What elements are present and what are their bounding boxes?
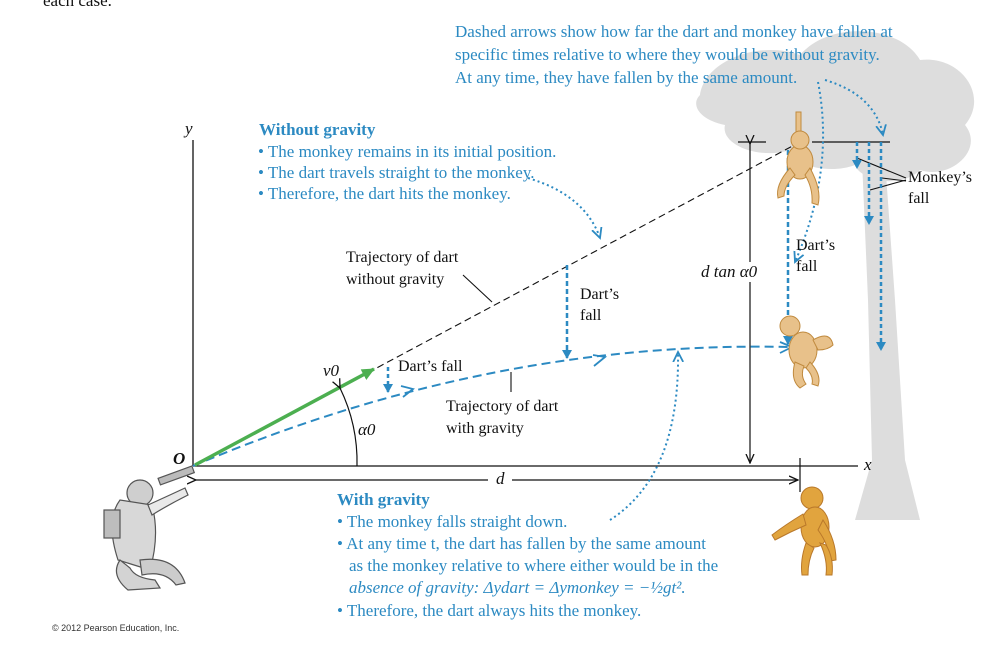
leader-at-any-time-1 (795, 81, 825, 262)
dashed-arrows-note-line2: specific times relative to where they wo… (455, 45, 880, 64)
alpha0-arc (340, 388, 358, 467)
with-gravity-bullet-3: • Therefore, the dart always hits the mo… (337, 601, 642, 620)
alpha0-label: α0 (358, 420, 376, 439)
trajectory-with-gravity (192, 345, 791, 467)
leader-without-gravity (527, 177, 600, 238)
with-gravity-bullet-1: • The monkey falls straight down. (337, 512, 568, 531)
darts-fall-small-label: Dart’s fall (398, 358, 463, 375)
darts-fall-mid-label-2: fall (580, 307, 602, 324)
v0-label: v0 (323, 361, 340, 380)
monkey-ground-illustration (771, 486, 837, 576)
origin-label: O (173, 449, 186, 468)
d-tan-alpha0-label: d tan α0 (701, 262, 758, 281)
with-gravity-bullet-2-line-3: absence of gravity: Δydart = Δymonkey = … (349, 578, 686, 597)
traj-with-label-1: Trajectory of dart (446, 398, 559, 415)
copyright-text: © 2012 Pearson Education, Inc. (52, 623, 180, 633)
pointer-monkey-fall-3 (881, 177, 907, 182)
tree-illustration (696, 31, 975, 520)
dashed-arrows-note-line1: Dashed arrows show how far the dart and … (455, 22, 893, 41)
with-gravity-bullet-2-line-1: • At any time t, the dart has fallen by … (337, 534, 706, 553)
without-gravity-title: Without gravity (259, 120, 376, 139)
with-gravity-bullet-2-line-2: as the monkey relative to where either w… (349, 556, 719, 575)
dashed-arrows-note-line3: At any time, they have fallen by the sam… (455, 68, 798, 87)
with-gravity-title: With gravity (337, 490, 430, 509)
d-label: d (496, 469, 505, 488)
x-axis-label: x (864, 455, 872, 474)
pointer-traj-without (462, 274, 493, 303)
hunter-illustration (103, 465, 196, 591)
top-text-fragment: each case. (43, 0, 112, 10)
leader-with-gravity (609, 352, 678, 521)
traj-without-label-1: Trajectory of dart (346, 249, 459, 266)
darts-fall-right-label-2: fall (796, 258, 818, 275)
monkeys-fall-label-2: fall (908, 190, 930, 207)
pointer-monkey-fall-1 (856, 157, 907, 179)
traj-with-label-2: with gravity (446, 420, 524, 437)
without-gravity-bullet-1: • The monkey remains in its initial posi… (258, 142, 557, 161)
traj-without-label-2: without gravity (346, 271, 445, 288)
without-gravity-bullet-2: • The dart travels straight to the monke… (258, 163, 535, 182)
y-axis-label: y (185, 119, 193, 138)
monkey-initial-illustration (777, 111, 820, 206)
darts-fall-mid-label-1: Dart’s (580, 286, 620, 303)
v0-vector (194, 367, 375, 467)
pointer-monkey-fall-2 (869, 179, 907, 191)
darts-fall-right-label-1: Dart’s (796, 237, 836, 254)
monkey-falling-illustration (779, 315, 834, 389)
without-gravity-bullet-3: • Therefore, the dart hits the monkey. (258, 184, 511, 203)
monkeys-fall-label-1: Monkey’s (908, 169, 972, 186)
leader-at-any-time-2 (824, 79, 883, 135)
